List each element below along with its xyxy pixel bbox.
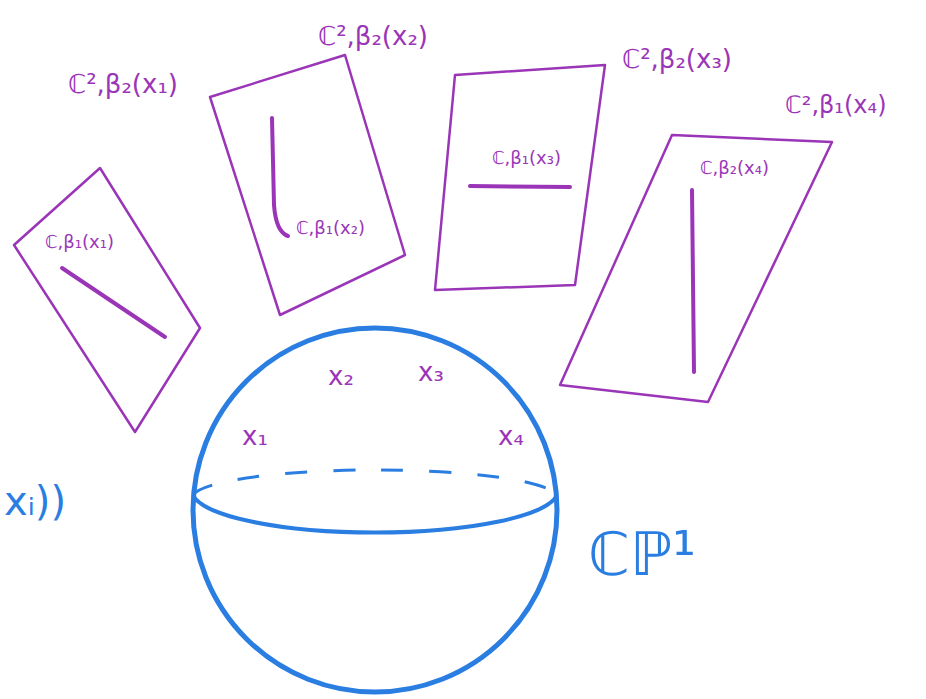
fragment-label: xᵢ)) <box>4 478 66 524</box>
plane-c2: ℂ²,β₂(x₂) ℂ,β₁(x₂) <box>205 15 465 320</box>
fiber-line-label: ℂ,β₁(x₁) <box>45 232 114 253</box>
point-label: x₂ <box>328 362 354 392</box>
space-label: ℂℙ¹ <box>588 520 696 589</box>
fiber-plane-label: ℂ²,β₂(x₃) <box>622 45 732 75</box>
point-label: x₄ <box>498 422 524 452</box>
fiber-plane-label: ℂ²,β₂(x₂) <box>318 22 428 52</box>
plane-c2-outline <box>555 85 920 407</box>
fiber-line-label: ℂ,β₁(x₃) <box>492 148 561 169</box>
fiber-line-label: ℂ,β₂(x₄) <box>700 158 769 179</box>
plane-c2: ℂ²,β₁(x₄) ℂ,β₂(x₄) <box>555 85 920 407</box>
point-label: x₃ <box>418 358 444 388</box>
plane-c2-outline <box>205 15 465 320</box>
sphere-cp1-outline <box>185 318 775 699</box>
point-label: x₁ <box>242 422 268 452</box>
fiber-plane-label: ℂ²,β₁(x₄) <box>785 92 887 120</box>
fiber-plane-label: ℂ²,β₂(x₁) <box>68 70 178 100</box>
plane-c2: ℂ²,β₂(x₁) ℂ,β₁(x₁) <box>8 55 208 440</box>
fiber-line-label: ℂ,β₁(x₂) <box>296 218 365 239</box>
sphere-cp1: x₁ x₂ x₃ x₄ ℂℙ¹ <box>185 318 775 699</box>
